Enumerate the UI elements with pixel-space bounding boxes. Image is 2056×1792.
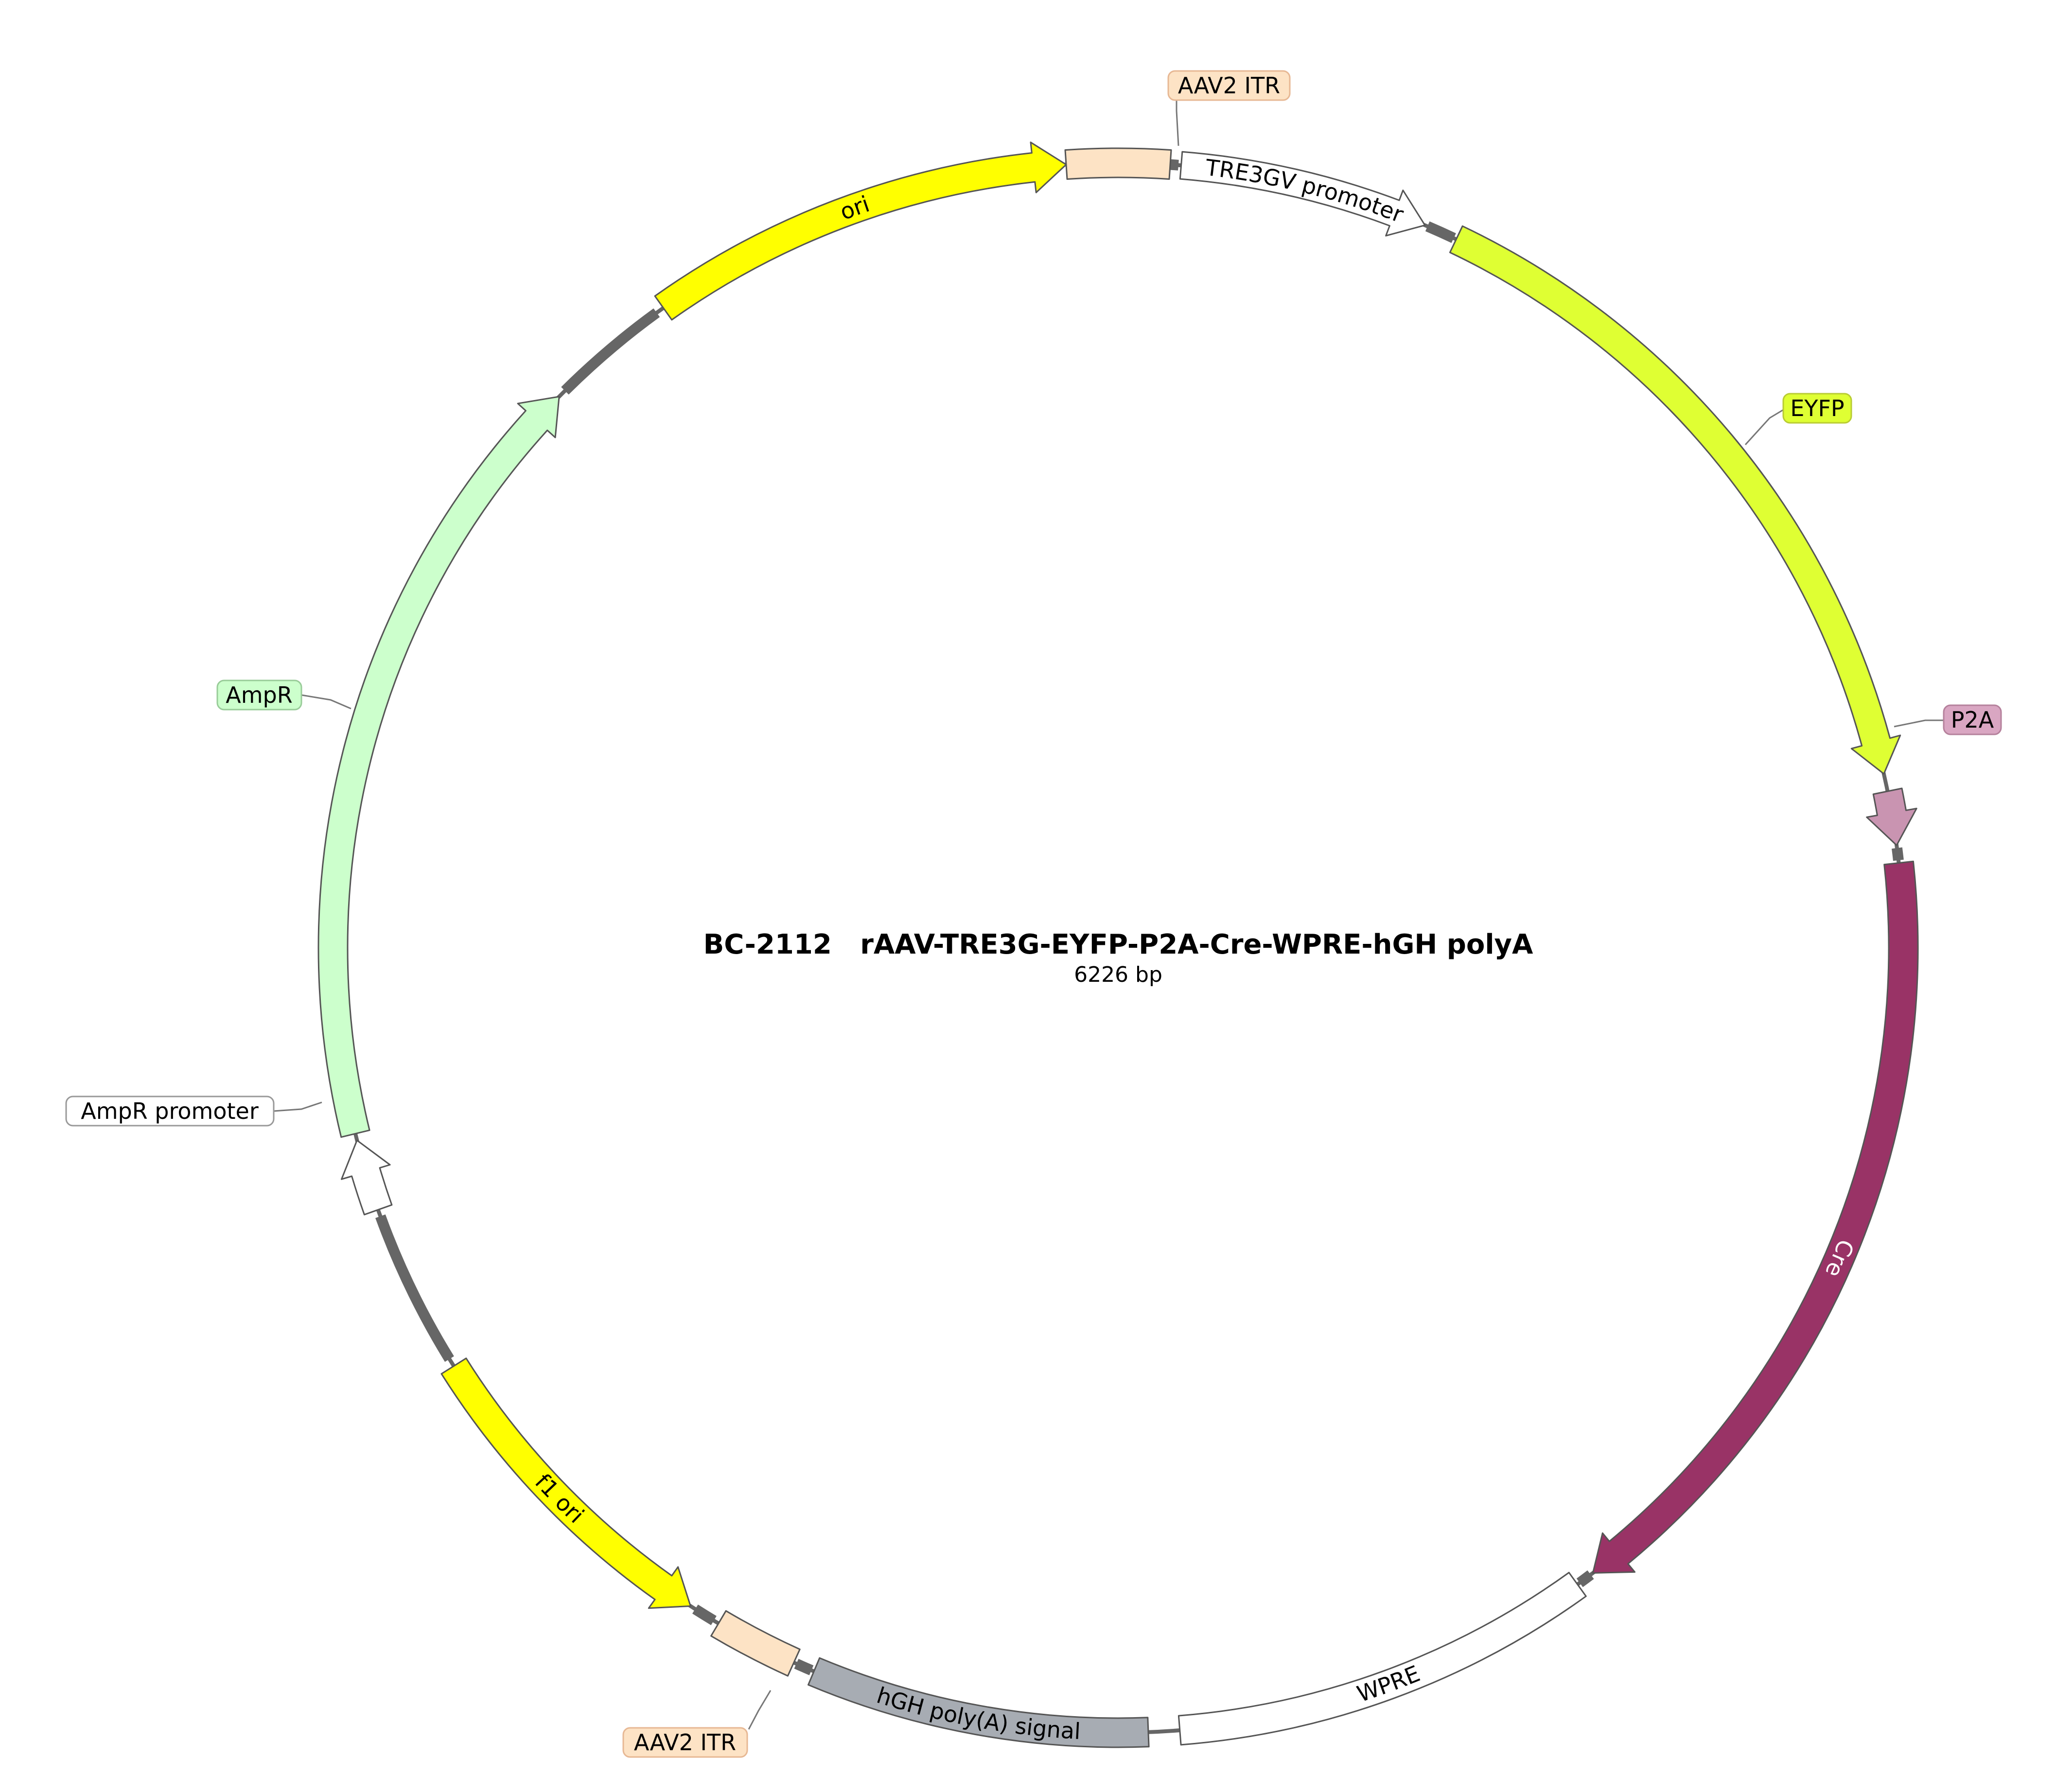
backbone-seg-bottom-left (692, 1604, 717, 1625)
leader-aav2-itr-top (1176, 97, 1179, 146)
text-aav2-itr-top: AAV2 ITR (1178, 72, 1280, 99)
feature-ampr-promoter (341, 1139, 393, 1216)
plasmid-size: 6226 bp (1074, 962, 1162, 987)
text-aav2-itr-bottom: AAV2 ITR (634, 1729, 736, 1756)
box-ampr-promoter (65, 1096, 275, 1127)
feature-aav2-itr-top (1064, 147, 1172, 180)
leader-aav2-itr-bottom (748, 1690, 772, 1730)
feature-aav2-itr-bottom (710, 1610, 801, 1677)
plasmid-title: BC-2112 rAAV-TRE3G-EYFP-P2A-Cre-WPRE-hGH… (703, 929, 1533, 960)
backbone-seg-bottom (794, 1659, 814, 1675)
feature-cre (1592, 860, 1919, 1574)
feature-f1-ori (440, 1357, 691, 1609)
callout-aav2-itr-bottom: AAV2 ITR (622, 1690, 772, 1758)
feature-p2a (1866, 787, 1917, 846)
label-tre3gv-promoter-path: TRE3GV promoter (1204, 154, 1407, 228)
leader-p2a (1894, 719, 1945, 728)
box-p2a (1943, 704, 2002, 735)
label-tre3gv-promoter: TRE3GV promoter (1204, 154, 1407, 228)
callout-eyfp: EYFP (1744, 393, 1852, 446)
text-p2a: P2A (1951, 707, 1994, 733)
leader-eyfp (1744, 408, 1785, 446)
backbone-seg-ori-ampr (561, 308, 660, 395)
callout-ampr: AmpR (216, 679, 351, 711)
callout-p2a: P2A (1894, 704, 2002, 735)
feature-eyfp (1449, 225, 1901, 775)
text-ampr-promoter: AmpR promoter (81, 1098, 259, 1124)
leader-ampr-promoter (273, 1101, 322, 1112)
callout-ampr-promoter: AmpR promoter (65, 1096, 322, 1127)
features-layer (317, 141, 1919, 1748)
backbone-seg-left-lower (375, 1214, 454, 1362)
box-eyfp (1782, 393, 1852, 424)
leader-ampr (301, 694, 351, 710)
backbone-seg-right (1576, 1570, 1594, 1587)
text-ampr: AmpR (226, 682, 292, 708)
text-eyfp: EYFP (1790, 395, 1844, 421)
callout-aav2-itr-top: AAV2 ITR (1167, 70, 1291, 146)
box-ampr (216, 679, 302, 711)
box-aav2-itr-bottom (622, 1727, 748, 1758)
feature-ori (654, 141, 1067, 321)
backbone-seg-eyfp (1891, 847, 1904, 861)
feature-tre3gv-promoter (1179, 151, 1426, 237)
feature-ampr (317, 396, 560, 1138)
feature-wpre (1177, 1572, 1587, 1746)
feature-hgh-polya (808, 1657, 1150, 1748)
box-aav2-itr-top (1167, 70, 1291, 101)
backbone-seg-itr-tre (1425, 221, 1456, 243)
